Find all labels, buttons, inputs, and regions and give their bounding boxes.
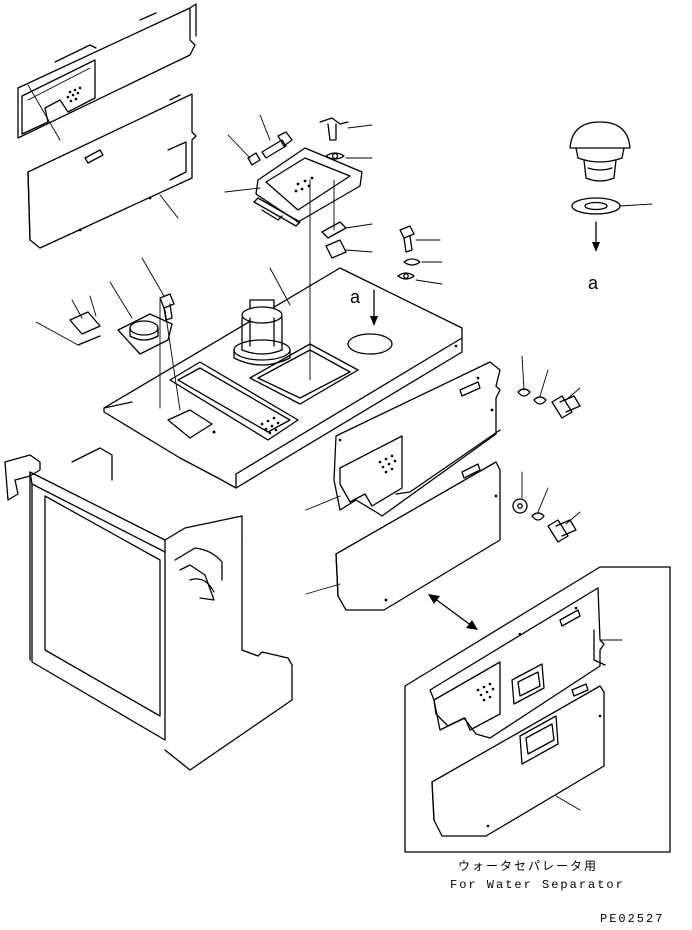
view-arrow-a: a — [350, 287, 378, 326]
interchange-arrow — [428, 594, 478, 630]
retaining-clip — [35, 295, 101, 346]
hood-bolt-set — [397, 225, 443, 285]
inset-caption-japanese: ウォータセパレータ用 — [458, 859, 598, 873]
cover-bolt-left — [227, 134, 261, 166]
right-upper-side-cover — [305, 361, 501, 517]
cover-bolt-hex — [259, 114, 293, 159]
cap-assembly — [109, 281, 173, 355]
water-separator-inset: ウォータセパレータ用 For Water Separator — [404, 566, 671, 892]
inspection-cover — [224, 147, 363, 227]
sensor-connector — [141, 257, 175, 321]
latch-clip — [321, 221, 373, 259]
side-bolt-set-upper — [517, 355, 581, 419]
right-lower-side-cover — [305, 461, 501, 611]
view-letter-detail: a — [588, 273, 599, 293]
detail-view-a: a — [569, 121, 653, 293]
drawing-code: PE02527 — [600, 912, 664, 926]
engine-hood — [103, 267, 463, 489]
side-bolt-set-lower — [512, 471, 581, 543]
view-letter-top: a — [350, 287, 361, 307]
exhaust-pipe — [233, 299, 291, 366]
inset-caption-english: For Water Separator — [450, 878, 625, 892]
lower-side-cover — [27, 93, 197, 249]
wing-bolt — [319, 117, 373, 160]
radiator-grille — [4, 447, 293, 771]
upper-side-cover — [17, 3, 197, 141]
